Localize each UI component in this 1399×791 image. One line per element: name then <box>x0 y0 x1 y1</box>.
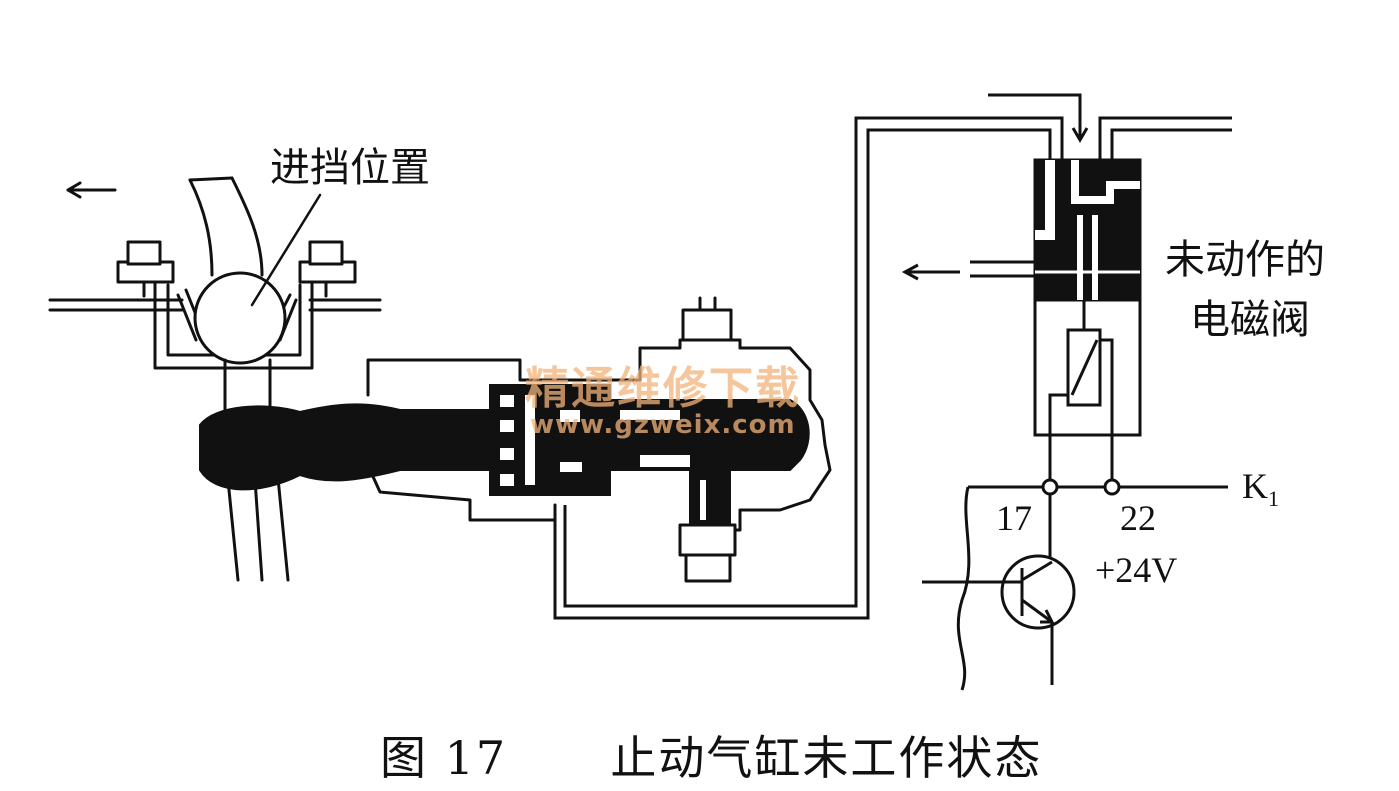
control-circuit <box>922 478 1228 691</box>
valve-label-line2: 电磁阀 <box>1190 297 1310 343</box>
terminal-17-node <box>1041 478 1059 496</box>
supply-pipe <box>1098 116 1232 160</box>
solenoid-valve <box>1033 158 1142 480</box>
watermark-url: www.gzweix.com <box>530 410 796 440</box>
exhaust-arrow-icon <box>901 263 960 281</box>
lever-bracket <box>116 240 357 370</box>
transistor <box>1000 554 1076 630</box>
terminal-22-node <box>1103 478 1121 496</box>
terminal-17-label: 17 <box>996 498 1032 538</box>
left-arrow-icon <box>66 181 117 199</box>
watermark-chinese: 精通维修下载 <box>525 363 801 414</box>
terminal-22-label: 22 <box>1120 498 1156 538</box>
figure-number: 图 17 <box>380 731 508 785</box>
figure-caption: 图 17 止动气缸未工作状态 <box>380 722 1042 788</box>
k1-label: K1 <box>1242 466 1279 512</box>
ball-joint <box>193 271 287 365</box>
supply-arrow-icon <box>988 93 1089 143</box>
voltage-label: +24V <box>1095 550 1178 590</box>
piston-rod-assembly <box>199 384 810 526</box>
gear-position-leader <box>250 193 322 307</box>
valve-label-line1: 未动作的 <box>1165 237 1325 283</box>
gear-lever <box>188 176 264 277</box>
air-pipe <box>553 116 1064 620</box>
gear-position-label: 进挡位置 <box>270 145 430 191</box>
figure-title: 止动气缸未工作状态 <box>610 731 1043 785</box>
